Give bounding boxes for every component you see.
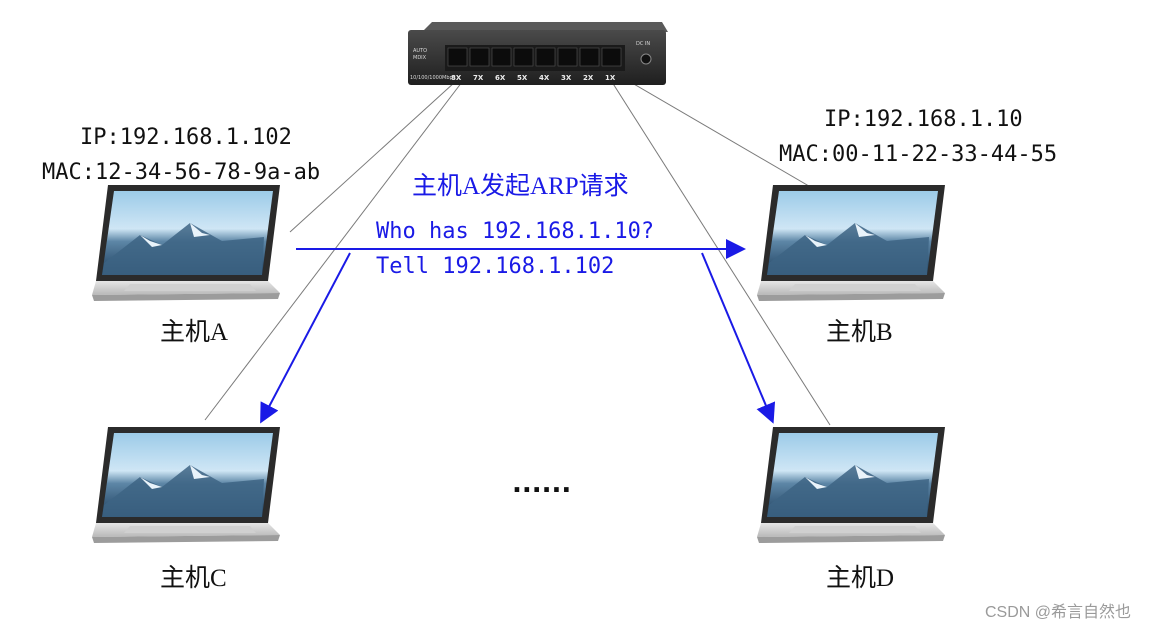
port-label: 5X (517, 74, 528, 82)
broadcast-arrows (260, 239, 776, 424)
host-a-ip: IP:192.168.1.102 (80, 125, 292, 150)
host-b-mac: MAC:00-11-22-33-44-55 (779, 142, 1057, 167)
switch-brand-line-3: 10/100/1000Mbps (410, 75, 456, 81)
host-a-mac: MAC:12-34-56-78-9a-ab (42, 160, 320, 185)
watermark: CSDN @希言自然也 (985, 603, 1131, 621)
laptop-icon (92, 185, 280, 301)
port-label: 2X (583, 74, 594, 82)
switch-dc-label: DC IN (636, 41, 650, 47)
port-label: 7X (473, 74, 484, 82)
port-label: 1X (605, 74, 616, 82)
switch-brand-line-1: AUTO (413, 48, 427, 54)
host-b-ip: IP:192.168.1.10 (824, 107, 1023, 132)
host-c-name: 主机C (160, 564, 227, 592)
arp-request-line-1: Who has 192.168.1.10? (376, 219, 654, 244)
cable-to-host-d (611, 81, 831, 426)
laptop-icon (757, 427, 945, 543)
laptop-icon (92, 427, 280, 543)
cable-to-host-a (289, 81, 456, 233)
host-a-name: 主机A (160, 318, 228, 346)
cable-to-host-c (204, 81, 463, 421)
arp-request-title: 主机A发起ARP请求 (412, 172, 629, 200)
port-label: 6X (495, 74, 506, 82)
host-d-name: 主机D (826, 564, 894, 592)
arp-request-line-2: Tell 192.168.1.102 (376, 254, 614, 279)
port-label: 8X (451, 74, 462, 82)
arrow-to-host-c (260, 252, 351, 424)
switch-port-labels: 8X 7X 6X 5X 4X 3X 2X 1X (451, 74, 616, 82)
network-switch-icon: AUTO MDIX 10/100/1000Mbps DC IN 8X 7X 6X… (408, 22, 668, 85)
port-label: 3X (561, 74, 572, 82)
cables (204, 79, 851, 426)
more-hosts-ellipsis: ...... (512, 469, 571, 499)
port-label: 4X (539, 74, 550, 82)
switch-brand-line-2: MDIX (413, 55, 427, 61)
arrow-to-host-d (701, 252, 776, 424)
laptop-icon (757, 185, 945, 301)
host-b-name: 主机B (826, 318, 893, 346)
